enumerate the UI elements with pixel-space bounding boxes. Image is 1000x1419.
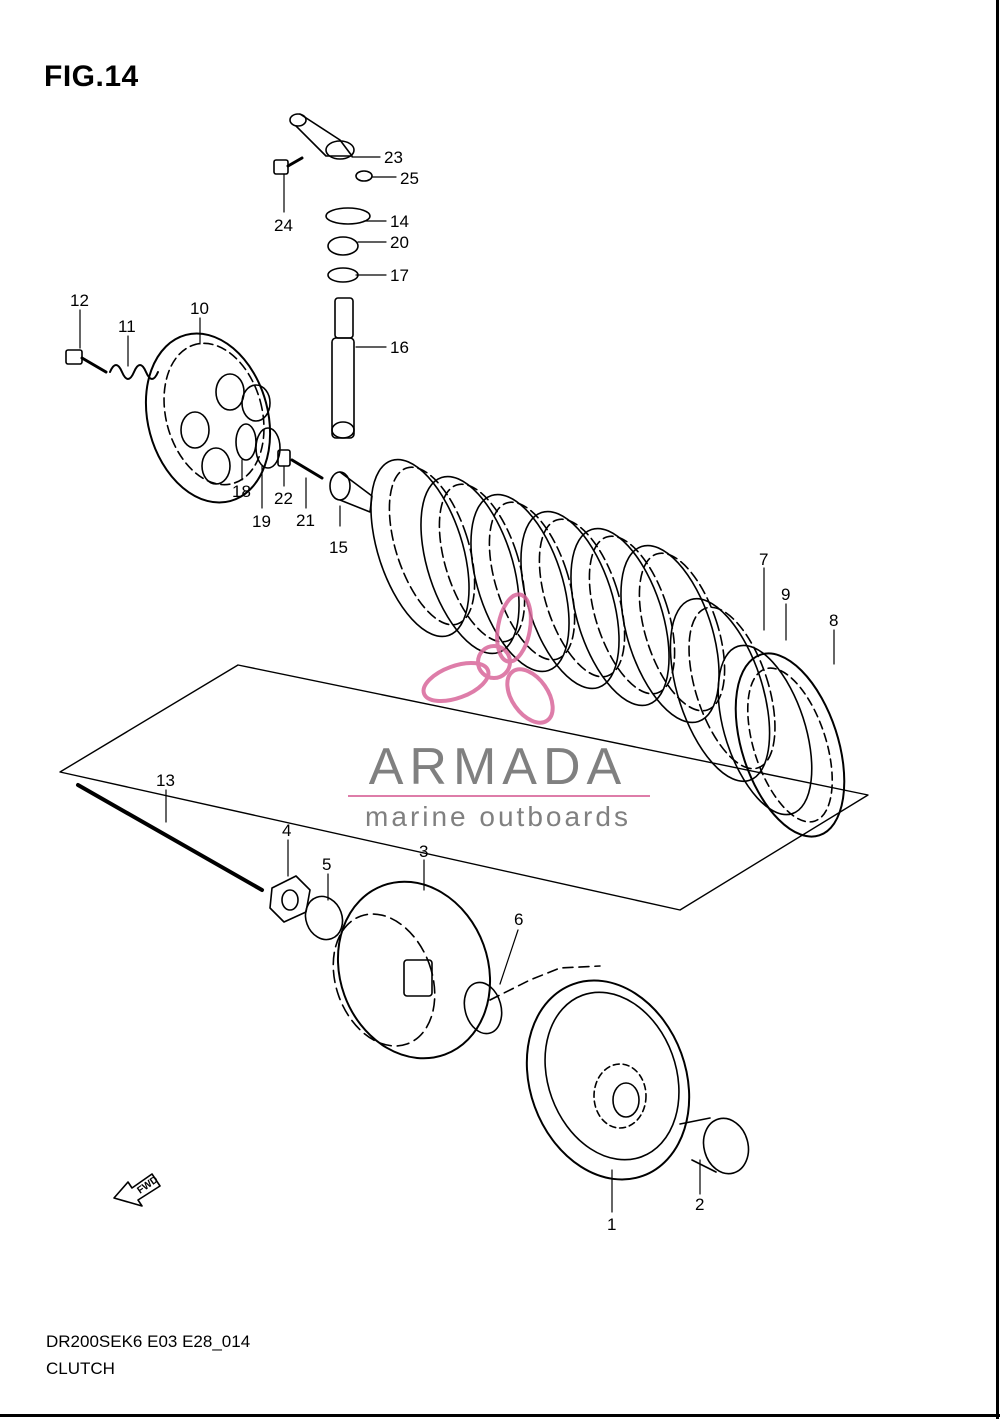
nut-4 (269, 875, 311, 923)
push-rod-13 (76, 783, 264, 892)
callout-4: 4 (282, 821, 291, 840)
thrust-washer-6 (463, 981, 503, 1035)
callout-21: 21 (296, 511, 315, 530)
callout-5: 5 (322, 855, 331, 874)
primary-driven-gear-1 (489, 965, 691, 1181)
callout-7: 7 (759, 550, 768, 569)
release-shaft-16 (331, 297, 355, 439)
callout-11: 11 (118, 317, 136, 336)
model-code: DR200SEK6 E03 E28_014 (46, 1332, 251, 1351)
washer-17 (327, 267, 359, 283)
push-rod-21 (290, 458, 324, 480)
callout-2: 2 (695, 1195, 704, 1214)
watermark-brand: ARMADA (369, 738, 627, 796)
frame-border-bottom (0, 1414, 1000, 1417)
plate-stack-outline (59, 664, 869, 911)
oil-seal-20 (327, 236, 359, 256)
watermark-logo: ARMADA marine outboards (348, 592, 650, 832)
plate-14 (325, 207, 371, 225)
callout-25: 25 (400, 169, 419, 188)
callout-24: 24 (274, 216, 293, 235)
clutch-sleeve-hub-3 (332, 880, 492, 1060)
callout-13: 13 (156, 771, 175, 790)
callout-10: 10 (190, 299, 209, 318)
figure-name: CLUTCH (46, 1359, 115, 1378)
callout-12: 12 (70, 291, 89, 310)
pressure-plate (144, 332, 272, 504)
bearing-19 (255, 427, 281, 469)
callout-6: 6 (514, 910, 523, 929)
screw-25 (355, 170, 373, 182)
release-arm-23 (289, 113, 355, 160)
spacer-2 (679, 1117, 750, 1175)
callout-16: 16 (390, 338, 409, 357)
frame-border-right (996, 0, 999, 1419)
lock-washer-5 (304, 895, 344, 941)
callout-3: 3 (419, 842, 428, 861)
watermark-tagline: marine outboards (365, 801, 631, 832)
callout-23: 23 (384, 148, 403, 167)
figure-title: FIG.14 (44, 60, 139, 93)
push-piece-15 (329, 471, 373, 513)
callout-18: 18 (232, 482, 251, 501)
callout-1: 1 (607, 1215, 616, 1234)
clutch-spring-11 (109, 364, 159, 380)
callout-9: 9 (781, 585, 790, 604)
bolt-24 (273, 156, 304, 175)
release-bearing (235, 423, 257, 461)
callout-8: 8 (829, 611, 838, 630)
callout-19: 19 (252, 512, 271, 531)
leader-lines (79, 156, 835, 1213)
spring-bolt-12 (65, 349, 108, 374)
callout-17: 17 (390, 266, 409, 285)
fwd-arrow-icon (113, 1173, 161, 1207)
callout-14: 14 (390, 212, 409, 231)
callout-22: 22 (274, 489, 293, 508)
callout-15: 15 (329, 538, 348, 557)
callout-20: 20 (390, 233, 409, 252)
